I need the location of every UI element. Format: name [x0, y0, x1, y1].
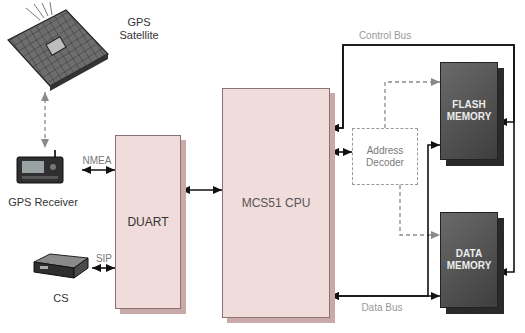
cs-node: CS: [30, 248, 92, 306]
edge-label: Data Bus: [359, 302, 404, 313]
edge-label: Control Bus: [357, 30, 413, 41]
satellite-node: GPS Satellite: [4, 2, 166, 92]
node-label: DATA MEMORY: [444, 248, 494, 272]
node-label: GPS Satellite: [112, 16, 166, 42]
bus-arrow: [181, 189, 222, 191]
node-label: FLASH MEMORY: [444, 99, 494, 123]
node-label: DUART: [127, 215, 168, 229]
bus-arrow: [330, 151, 352, 153]
node-label: MCS51 CPU: [242, 196, 311, 210]
node-label: Address Decoder: [356, 145, 414, 169]
cs-device-illustration: [28, 248, 94, 284]
edge-label: SIP: [94, 253, 114, 264]
satellite-illustration: [4, 2, 114, 94]
bus-arrow: [82, 169, 115, 171]
node-label: GPS Receiver: [8, 196, 78, 210]
bus-arrow: [92, 267, 115, 269]
address-line: [385, 82, 440, 128]
data-memory-box: DATA MEMORY: [440, 212, 498, 308]
receiver-node: GPS Receiver: [4, 148, 82, 210]
address-line: [400, 185, 440, 235]
edge-label: NMEA: [81, 155, 114, 166]
address-decoder-box: Address Decoder: [352, 128, 418, 185]
cpu-box: MCS51 CPU: [222, 88, 330, 318]
satellite-label-holder: GPS Satellite: [112, 16, 166, 42]
receiver-illustration: [3, 148, 83, 188]
address-line: [44, 92, 45, 148]
flash-memory-box: FLASH MEMORY: [440, 62, 498, 160]
duart-box: DUART: [115, 135, 181, 309]
node-label: CS: [53, 292, 68, 306]
